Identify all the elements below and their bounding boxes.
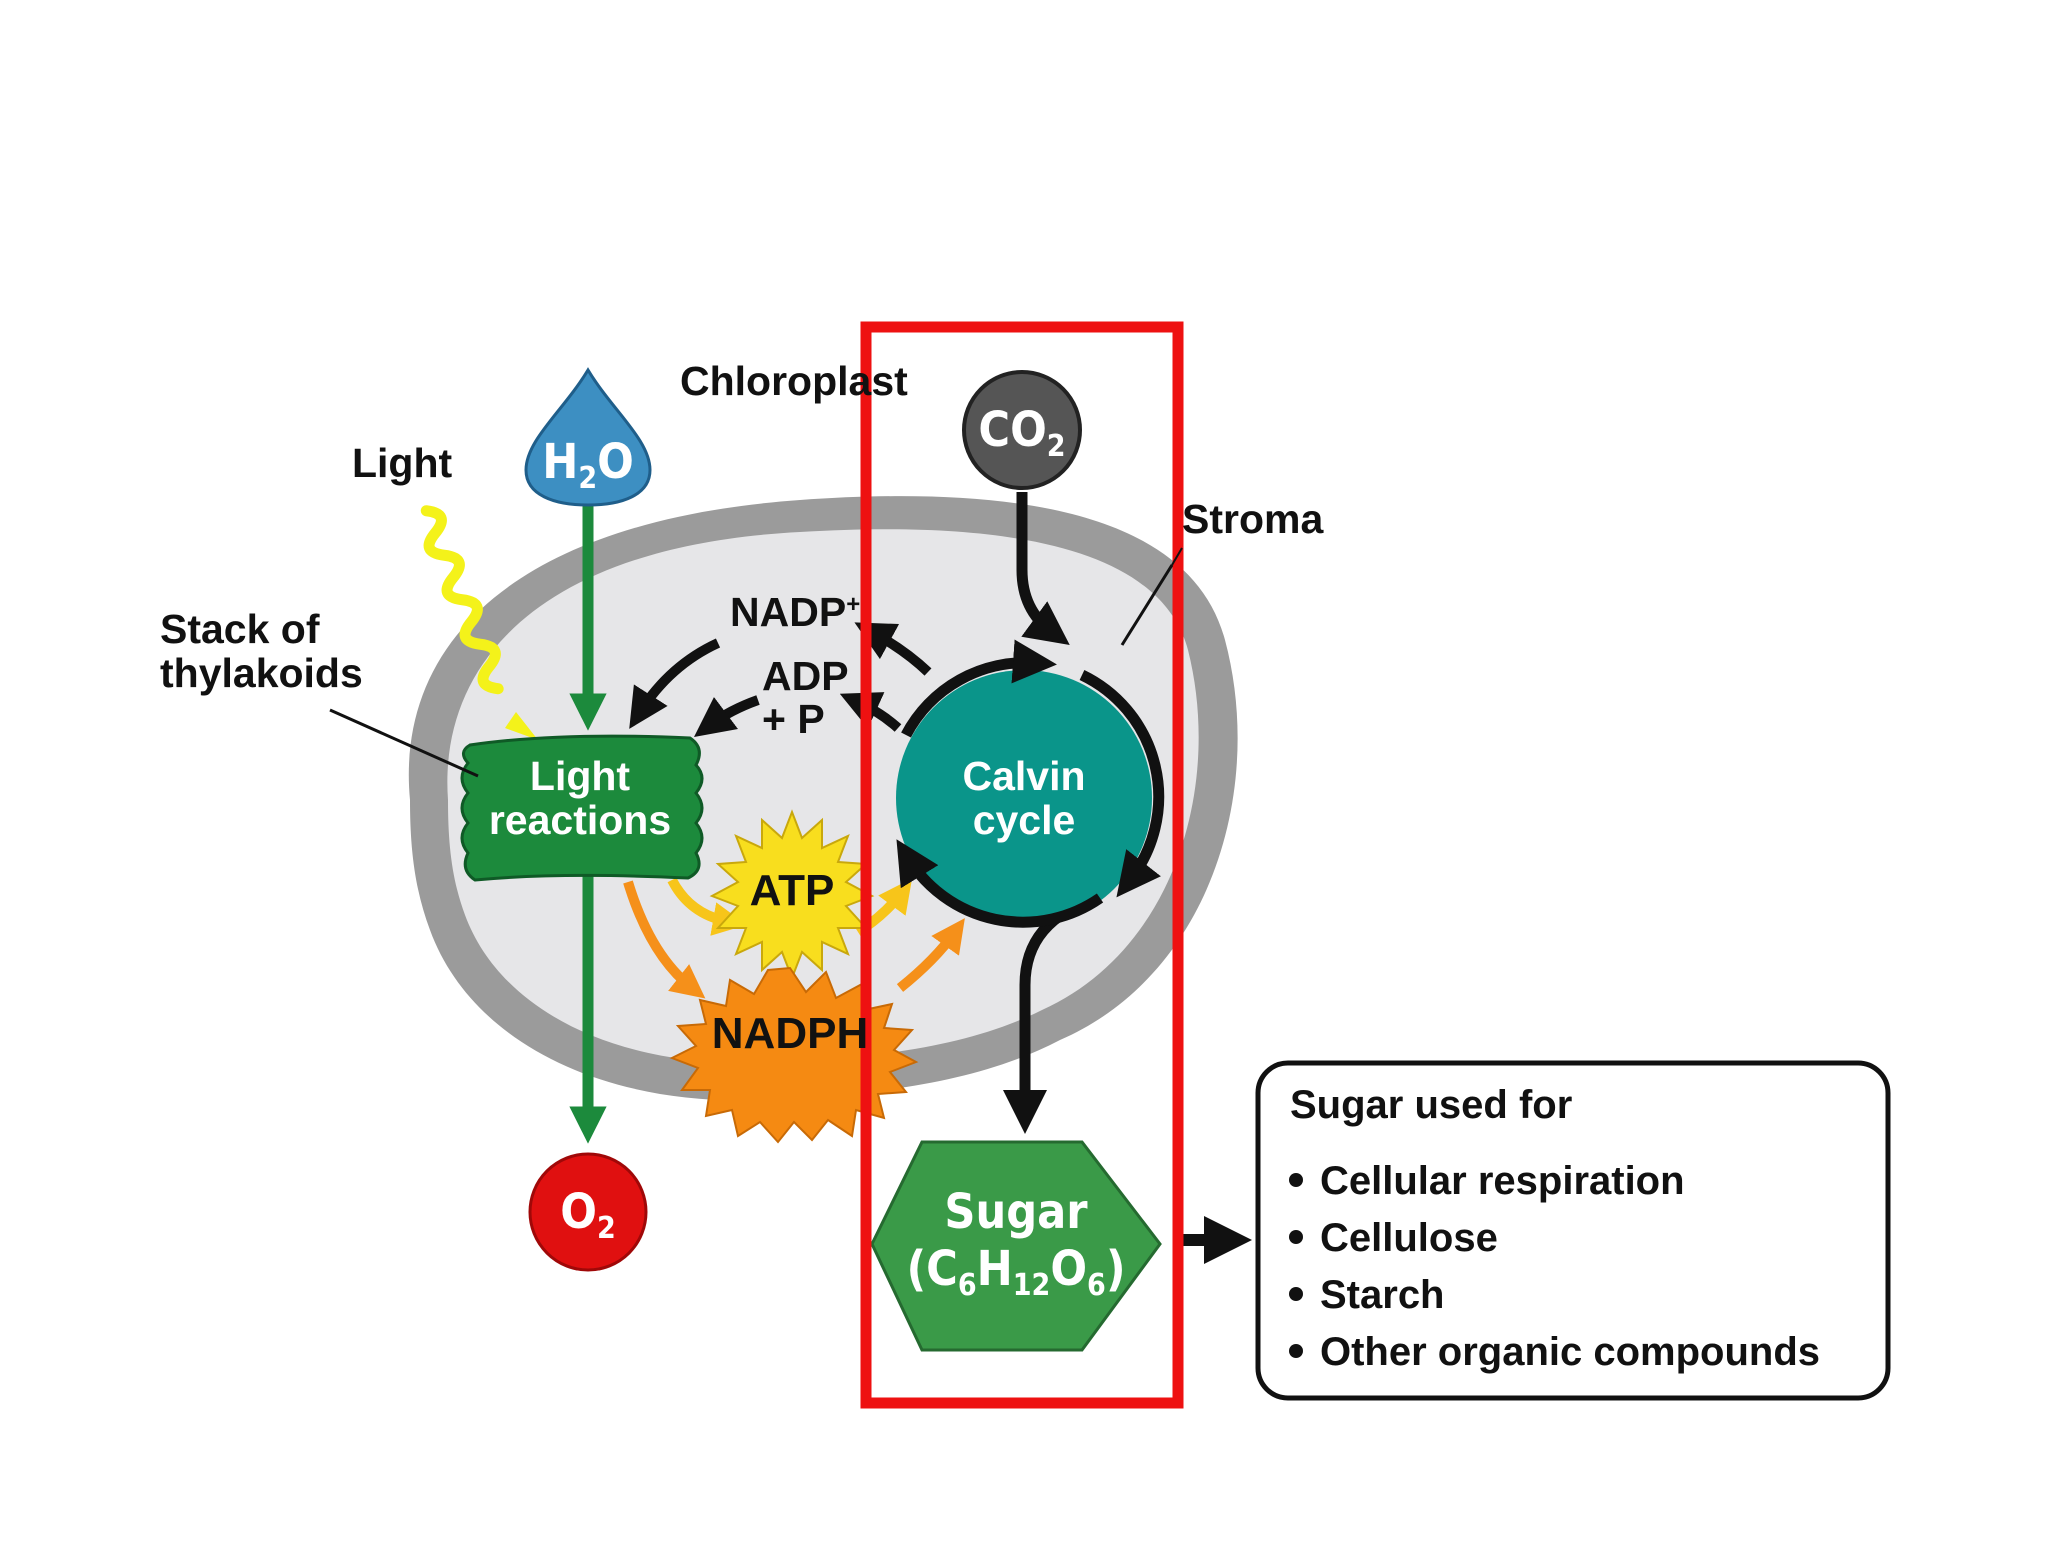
nadp-return-arrow <box>629 638 721 729</box>
co2-label: CO2 <box>978 402 1065 464</box>
nadph-to-calvin-arrow <box>896 918 965 992</box>
sugar-use-item: Cellulose <box>1320 1216 1498 1260</box>
sugar-formula-h: H <box>977 1241 1013 1297</box>
bullet-3 <box>1289 1287 1303 1301</box>
sugar-label: Sugar <box>944 1184 1088 1240</box>
light-ray <box>420 505 504 695</box>
atp-label: ATP <box>750 866 835 915</box>
o2-subscript: 2 <box>597 1211 616 1246</box>
sugar-formula: (C6H12O6) <box>906 1241 1125 1303</box>
sugar-formula-c: (C <box>906 1241 957 1297</box>
sugar-use-item: Starch <box>1320 1273 1445 1317</box>
calvin-cycle-circle <box>896 670 1152 926</box>
light-reactions-label-line1: Light <box>530 753 631 799</box>
nadph-label: NADPH <box>712 1009 868 1058</box>
h2o-label: H2O <box>542 434 634 496</box>
calvin-cycle-label-line2: cycle <box>973 797 1076 843</box>
thylakoid-pointer-line <box>329 708 479 778</box>
light-reactions-label-line2: reactions <box>489 797 671 843</box>
stroma-pointer-tick <box>1171 547 1183 566</box>
sugar-use-item: Other organic compounds <box>1320 1330 1820 1374</box>
light-to-atp-arrow <box>667 877 747 936</box>
sugar-formula-o: O <box>1050 1241 1087 1297</box>
water-drop <box>524 367 652 507</box>
chloroplast-label: Chloroplast <box>680 358 908 404</box>
adp-return-arrow <box>693 695 760 737</box>
plus-p-label: + P <box>762 696 825 742</box>
sugar-uses-title: Sugar used for <box>1290 1083 1572 1127</box>
o2-circle <box>528 1152 648 1272</box>
sugar-uses-box <box>1255 1060 1891 1401</box>
h2o-h: H <box>542 434 578 490</box>
o2-label: O2 <box>560 1184 615 1246</box>
light-reactions-block <box>460 734 704 882</box>
co2-subscript: 2 <box>1047 429 1066 464</box>
stroma-label: Stroma <box>1182 496 1324 542</box>
o2-o: O <box>560 1184 597 1240</box>
nadp-superscript: + <box>846 591 860 618</box>
sugar-formula-close: ) <box>1106 1241 1126 1297</box>
nadp-text: NADP <box>730 589 846 635</box>
h2o-o: O <box>597 434 634 490</box>
sugar-formula-sub6b: 6 <box>1087 1268 1106 1303</box>
nadp-label: NADP+ <box>730 589 860 635</box>
calvin-cycle-label-line1: Calvin <box>962 753 1085 799</box>
sugar-formula-sub6a: 6 <box>958 1268 977 1303</box>
co2-circle <box>962 370 1082 490</box>
bullet-1 <box>1289 1173 1303 1187</box>
light-ray-arrowhead <box>505 712 538 740</box>
light-to-nadph-arrow <box>623 880 706 999</box>
sugar-use-item: Cellular respiration <box>1320 1159 1685 1203</box>
calvin-ring-arrow-right <box>1079 670 1165 898</box>
co2-to-calvin-arrow <box>1016 492 1070 646</box>
bullet-4 <box>1289 1344 1303 1358</box>
sugar-formula-sub12: 12 <box>1013 1268 1051 1303</box>
adp-label: ADP <box>762 653 849 699</box>
h2o-subscript: 2 <box>578 461 597 496</box>
co2-co: CO <box>978 402 1046 458</box>
nadph-starburst <box>669 966 919 1144</box>
calvin-highlight-box <box>860 321 1184 1409</box>
stack-of-label: Stack of <box>160 606 320 652</box>
light-label: Light <box>352 440 453 486</box>
calvin-to-nadp-arrow <box>854 622 932 676</box>
calvin-ring-arrow-bottom <box>896 839 1104 928</box>
calvin-ring-arrow-top <box>901 639 1057 738</box>
stroma-pointer-line <box>1120 564 1174 646</box>
sugar-hexagon <box>870 1140 1162 1352</box>
thylakoids-label: thylakoids <box>160 650 363 696</box>
bullet-2 <box>1289 1230 1303 1244</box>
